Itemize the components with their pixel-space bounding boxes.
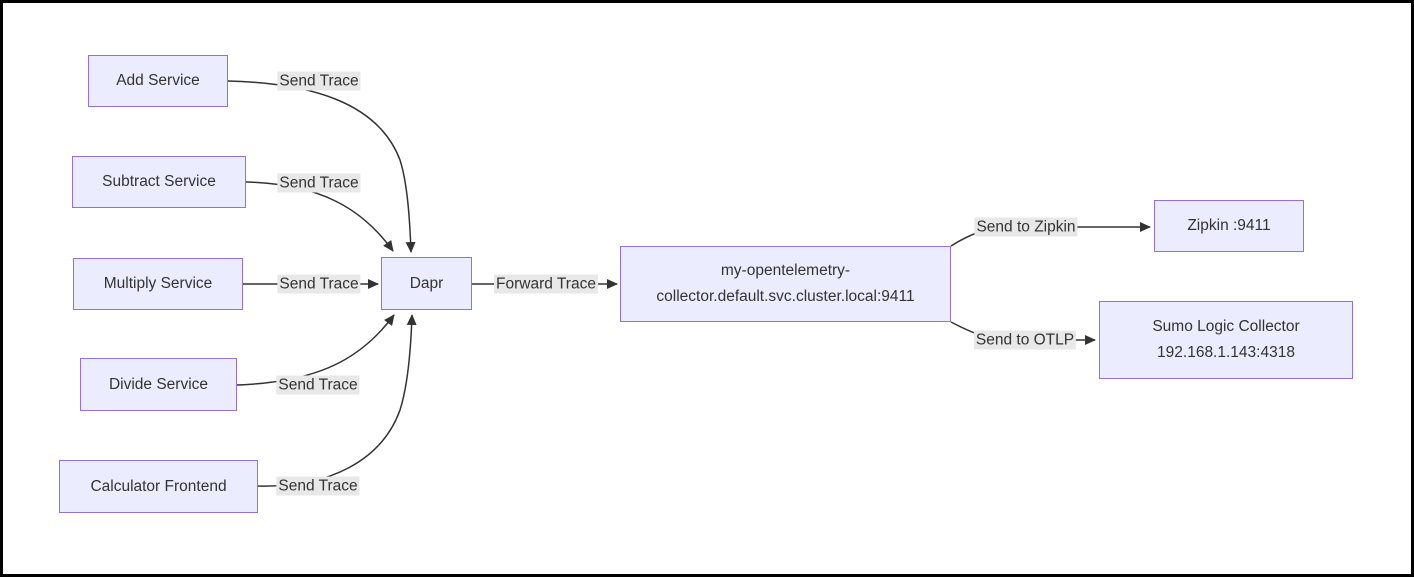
node-label-line1: Sumo Logic Collector: [1152, 318, 1300, 335]
node-label: Subtract Service: [102, 173, 216, 190]
node-label: Zipkin :9411: [1187, 217, 1271, 234]
node-label: Dapr: [409, 274, 444, 292]
node-multiply-service: Multiply Service: [73, 258, 243, 310]
node-add-service: Add Service: [88, 55, 228, 107]
edge-label-send-trace-frontend: Send Trace: [276, 476, 360, 496]
edge-label-send-to-otlp: Send to OTLP: [973, 330, 1077, 350]
edge-label-send-trace-divide: Send Trace: [276, 375, 360, 395]
node-label-line2: 192.168.1.143:4318: [1157, 344, 1295, 361]
edge-label-send-trace-subtract: Send Trace: [277, 173, 361, 193]
edge-calculator-frontend-to-dapr: [257, 314, 417, 487]
node-label: Multiply Service: [103, 275, 213, 292]
node-label: Divide Service: [108, 375, 209, 393]
node-label-line1: my-opentelemetry-: [720, 262, 851, 279]
edge-label-send-trace-multiply: Send Trace: [277, 274, 361, 294]
node-label: Add Service: [116, 72, 200, 89]
edge-divide-service-to-dapr: [236, 314, 395, 386]
node-sumo-logic-collector: Sumo Logic Collector 192.168.1.143:4318: [1099, 301, 1353, 379]
node-subtract-service: Subtract Service: [72, 156, 246, 208]
edge-label-forward-trace: Forward Trace: [494, 274, 598, 294]
edge-label-send-to-zipkin: Send to Zipkin: [974, 217, 1078, 237]
node-divide-service: Divide Service: [80, 358, 237, 411]
node-dapr: Dapr: [381, 257, 472, 310]
edge-add-service-to-dapr: [227, 80, 416, 253]
node-label: Calculator Frontend: [90, 477, 227, 495]
node-calculator-frontend: Calculator Frontend: [59, 460, 258, 513]
edge-label-send-trace-add: Send Trace: [277, 71, 361, 91]
edge-subtract-service-to-dapr: [245, 181, 394, 252]
node-label-line2: collector.default.svc.cluster.local:9411: [656, 288, 915, 305]
node-otel-collector: my-opentelemetry- collector.default.svc.…: [620, 246, 951, 322]
node-zipkin: Zipkin :9411: [1154, 200, 1304, 252]
